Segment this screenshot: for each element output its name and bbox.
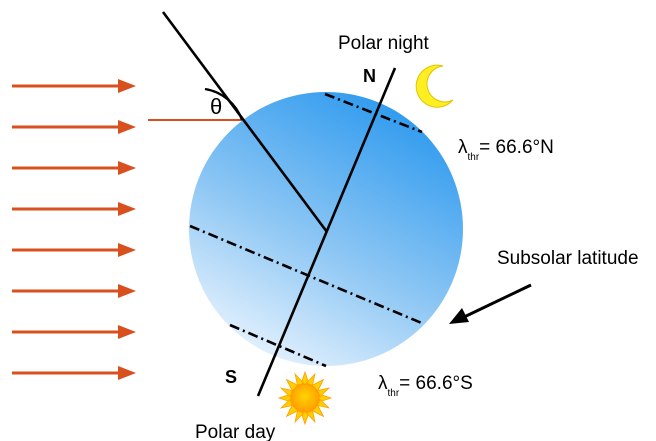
threshold-north-value: = 66.6°N (479, 137, 554, 158)
threshold-south-value: = 66.6°S (399, 373, 473, 394)
subsolar-pointer-arrow (449, 283, 532, 324)
latitude-lines (189, 92, 425, 368)
polar-day-label: Polar day (195, 422, 276, 441)
sun-ray-arrow (12, 161, 136, 175)
north-pole-label: N (363, 66, 376, 86)
sun-ray-arrow (12, 79, 136, 93)
threshold-north-symbol: λ (458, 137, 468, 158)
sun-ray-arrow (12, 120, 136, 134)
threshold-north-subscript: thr (468, 152, 480, 163)
sun-rays (12, 79, 136, 380)
arctic-circle-line (324, 92, 423, 134)
theta-angle-arc (204, 87, 244, 121)
threshold-south-label: λthr= 66.6°S (378, 373, 473, 399)
sun-icon (277, 370, 333, 426)
threshold-north-label: λthr= 66.6°N (458, 137, 554, 163)
sun-ray-arrow (12, 243, 136, 257)
antarctic-circle-line (229, 323, 327, 368)
subsolar-latitude-line (189, 224, 425, 326)
surface-normal-line (161, 11, 329, 233)
subsolar-latitude-label: Subsolar latitude (497, 248, 639, 269)
crescent-moon-icon (415, 64, 454, 108)
theta-label: θ (210, 94, 222, 119)
sun-ray-arrow (12, 366, 136, 380)
polar-night-label: Polar night (338, 33, 430, 54)
sun-ray-arrow (12, 284, 136, 298)
threshold-south-subscript: thr (388, 388, 400, 399)
sun-ray-arrow (12, 325, 136, 339)
sun-ray-arrow (12, 202, 136, 216)
south-pole-label: S (225, 367, 237, 387)
threshold-south-symbol: λ (378, 373, 388, 394)
